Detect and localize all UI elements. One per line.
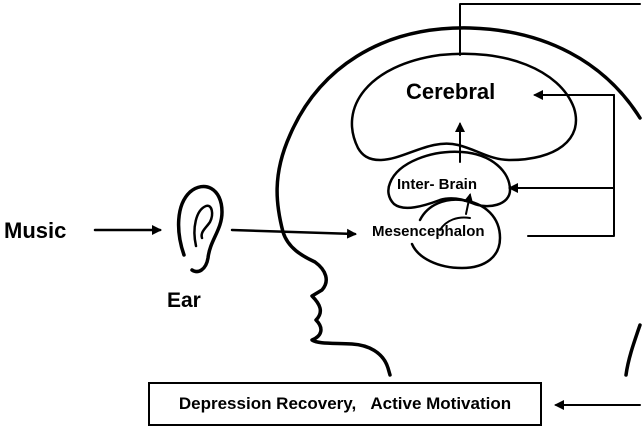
ear-icon [179, 186, 222, 271]
feedback-bracket-line [528, 95, 614, 236]
ear-to-mesencephalon-arrow [232, 230, 355, 234]
inter-brain-label: Inter- Brain [397, 176, 477, 193]
ear-inner-icon [194, 206, 212, 246]
outcome-text-active-motivation: Active Motivation [370, 394, 511, 414]
cerebral-label: Cerebral [406, 79, 495, 104]
music-label: Music [4, 218, 66, 243]
outcome-text-spacer [356, 394, 370, 414]
outcome-box: Depression Recovery, Active Motivation [148, 382, 542, 426]
mesencephalon-label: Mesencephalon [372, 223, 485, 240]
mesencephalon-to-inter-brain-arrow [466, 195, 470, 214]
outcome-text-depression-recovery: Depression Recovery, [179, 394, 356, 414]
head-back-outline [626, 325, 640, 375]
cerebral-outline [352, 54, 576, 160]
ear-label: Ear [167, 289, 201, 312]
